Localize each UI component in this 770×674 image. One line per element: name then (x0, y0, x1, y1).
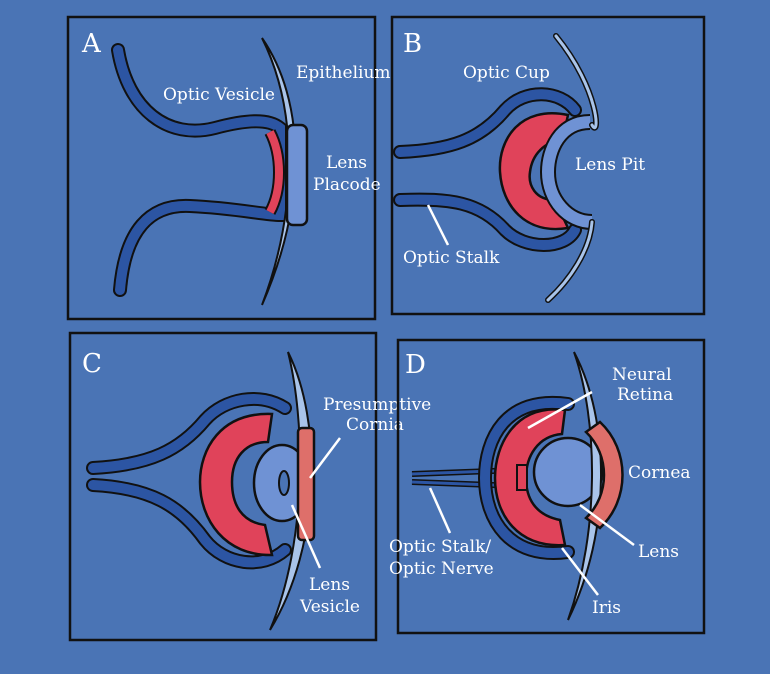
panel-c-lens-lumen (278, 470, 290, 496)
panel-b-label-lens-pit: Lens Pit (575, 155, 645, 175)
panel-c-presumptive-cornea (296, 426, 316, 542)
panel-d-label-optic-stalk: Optic Stalk/ (389, 537, 491, 557)
panel-d-letter: D (405, 350, 426, 380)
panel-c-label-lens: Lens (309, 575, 350, 595)
panel-d-optic-disc (516, 464, 528, 491)
panel-a-label-placode: Placode (313, 175, 381, 195)
panel-d-pointer-retina (527, 390, 593, 430)
panel-d-frame (396, 338, 706, 635)
panel-d: D Neural Retina Cornea Lens Iris Optic S… (389, 338, 706, 635)
panel-a: A Optic Vesicle Epithelium Lens Placode (66, 15, 391, 321)
panel-a-letter: A (81, 29, 102, 59)
panel-d-label-lens: Lens (638, 542, 679, 562)
panel-c-label-vesicle: Vesicle (299, 597, 360, 617)
panel-c-retina (198, 412, 274, 557)
panel-d-label-iris: Iris (592, 598, 621, 618)
panel-c-pointer-cornia (309, 437, 341, 479)
panel-d-label-retina: Retina (617, 385, 673, 405)
panel-b-label-optic-cup: Optic Cup (463, 63, 550, 83)
panel-d-label-neural: Neural (612, 365, 672, 385)
panel-b-letter: B (403, 29, 422, 59)
panel-b-label-optic-stalk: Optic Stalk (403, 248, 500, 268)
panel-a-epithelium (261, 37, 297, 306)
panel-c-letter: C (82, 349, 102, 379)
panel-c-pointer-lens-vesicle (290, 504, 322, 569)
panel-b: B Optic Cup Lens Pit Optic Stalk (390, 15, 706, 316)
panel-d-pointer-lens (579, 503, 635, 547)
panel-a-frame (66, 15, 377, 321)
panel-a-label-epithelium: Epithelium (296, 63, 391, 83)
panel-b-pointer-optic-stalk (426, 204, 450, 246)
panel-a-label-optic-vesicle: Optic Vesicle (163, 85, 275, 105)
panel-a-lens-placode (285, 123, 309, 227)
panel-d-label-cornea: Cornea (628, 463, 691, 483)
panel-d-pointer-iris (561, 547, 599, 596)
panel-c-frame (68, 331, 378, 642)
panel-a-label-lens: Lens (326, 153, 367, 173)
panel-d-neural-retina (493, 408, 567, 547)
panel-d-label-optic-nerve: Optic Nerve (389, 559, 494, 579)
panel-d-cornea (584, 420, 624, 530)
panel-c-label-presumptive: Presumptive (323, 395, 431, 415)
panel-b-frame (390, 15, 706, 316)
panel-c-label-cornia: Cornia (346, 415, 404, 435)
panel-d-pointer-optic-nerve (428, 487, 452, 534)
panel-c: C Presumptive Cornia Lens Vesicle (68, 331, 431, 642)
